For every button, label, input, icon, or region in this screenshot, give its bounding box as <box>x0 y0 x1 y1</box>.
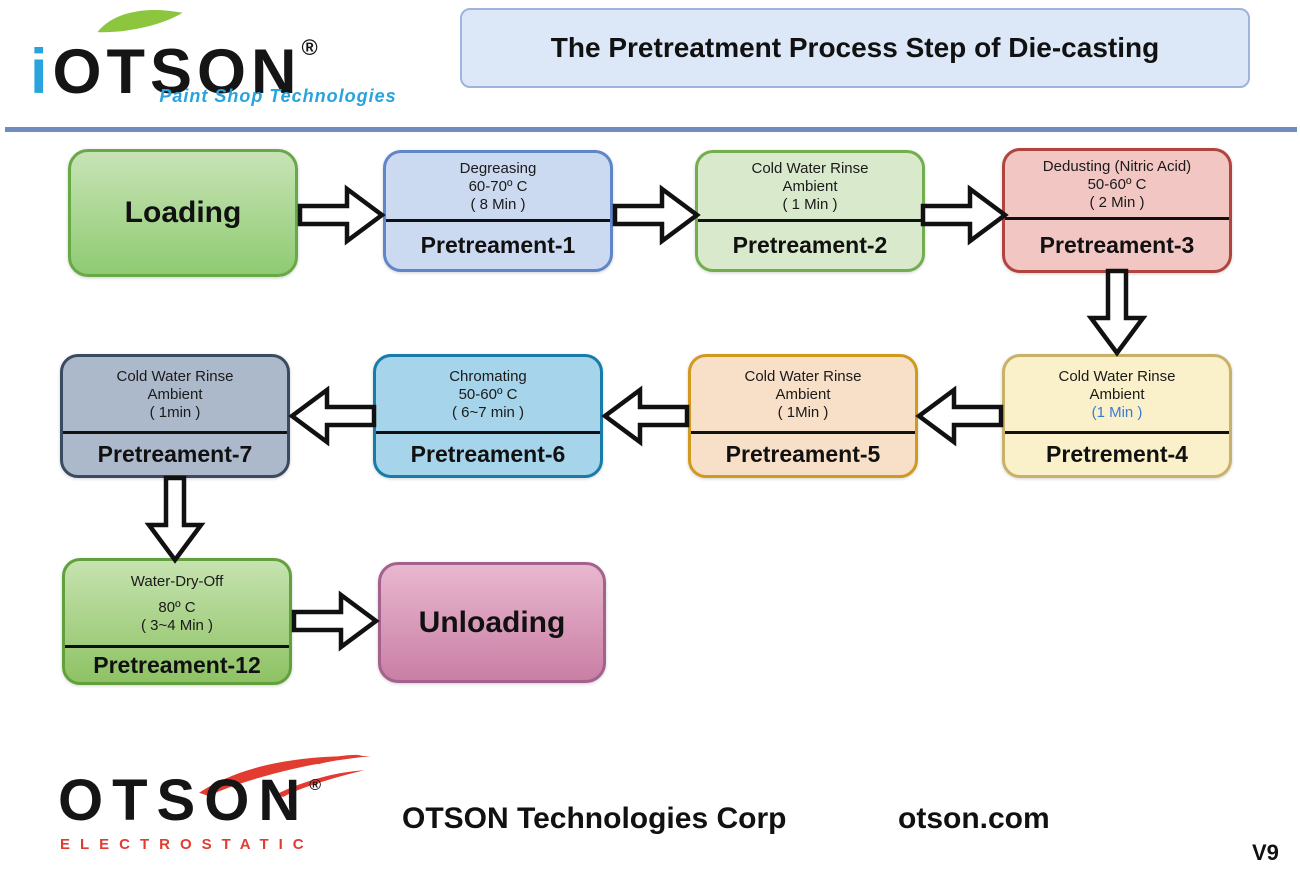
process-name: Cold Water Rinse <box>1058 368 1176 385</box>
step-process-info: Cold Water Rinse Ambient ( 1 Min ) <box>698 153 922 219</box>
step-process-info: Cold Water Rinse Ambient (1 Min ) <box>1005 357 1229 431</box>
process-duration: ( 6~7 min ) <box>451 404 525 421</box>
process-duration: ( 1 Min ) <box>782 196 838 213</box>
flow-arrow-right-icon <box>611 183 701 247</box>
process-duration: ( 3~4 Min ) <box>140 617 214 634</box>
red-swoosh-icon <box>199 754 371 797</box>
logo-name: OTSON <box>52 37 302 107</box>
process-name: Water-Dry-Off <box>130 573 224 590</box>
step-pretreatment-3: Dedusting (Nitric Acid) 50-60º C ( 2 Min… <box>1002 148 1232 273</box>
unloading-label: Unloading <box>418 605 566 639</box>
registered-mark-icon: ® <box>309 777 322 794</box>
step-pretreatment-5: Cold Water Rinse Ambient ( 1Min ) Pretre… <box>688 354 918 478</box>
process-condition: Ambient <box>775 386 831 403</box>
step-pretreatment-4: Cold Water Rinse Ambient (1 Min ) Pretre… <box>1002 354 1232 478</box>
step-divider-line <box>63 431 287 434</box>
flow-arrow-right-icon <box>290 589 380 653</box>
process-duration: ( 1min ) <box>149 404 201 421</box>
process-name: Cold Water Rinse <box>744 368 862 385</box>
footer-wordmark: OTSON® <box>58 772 321 830</box>
process-duration: ( 8 Min ) <box>470 196 526 213</box>
step-stage-label: Pretreament-1 <box>420 232 576 258</box>
process-condition: 50-60º C <box>1087 176 1147 193</box>
step-pretreatment-12: Water-Dry-Off 80º C ( 3~4 Min ) Pretream… <box>62 558 292 685</box>
step-stage-label: Pretreament-12 <box>93 651 261 678</box>
footer-brand: OTSON <box>58 768 310 833</box>
flow-arrow-down-icon <box>1085 267 1149 357</box>
loading-label: Loading <box>124 196 242 229</box>
process-condition: 80º C <box>158 599 196 616</box>
loading-box: Loading <box>68 149 298 277</box>
flow-arrow-right-icon <box>296 183 386 247</box>
step-divider-line <box>386 219 610 222</box>
process-condition: Ambient <box>782 178 838 195</box>
flow-arrow-left-icon <box>601 384 691 448</box>
step-stage-label: Pretreament-6 <box>410 441 566 467</box>
step-stage-label: Pretreament-3 <box>1039 231 1195 258</box>
step-process-info: Cold Water Rinse Ambient ( 1min ) <box>63 357 287 431</box>
step-stage-label: Pretrement-4 <box>1046 441 1188 467</box>
logo-tagline: Paint Shop Technologies <box>159 86 397 106</box>
company-name: OTSON Technologies Corp <box>402 802 787 835</box>
process-name: Degreasing <box>459 160 537 177</box>
step-process-info: Dedusting (Nitric Acid) 50-60º C ( 2 Min… <box>1005 151 1229 217</box>
iotson-logo: iOTSON® Paint Shop Technologies <box>30 6 430 110</box>
step-stage-label: Pretreament-5 <box>725 441 881 467</box>
registered-mark-icon: ® <box>301 35 318 60</box>
process-name: Cold Water Rinse <box>116 368 234 385</box>
logo-wordmark: iOTSON® <box>30 16 318 104</box>
flow-arrow-down-icon <box>143 474 207 564</box>
process-duration: ( 2 Min ) <box>1089 194 1145 211</box>
process-condition: 60-70º C <box>468 178 528 195</box>
flow-arrow-left-icon <box>915 384 1005 448</box>
flow-arrow-left-icon <box>288 384 378 448</box>
process-name: Cold Water Rinse <box>751 160 869 177</box>
step-divider-line <box>698 219 922 222</box>
footer-brand-subtitle: ELECTROSTATIC <box>60 836 314 853</box>
step-pretreatment-1: Degreasing 60-70º C ( 8 Min ) Pretreamen… <box>383 150 613 272</box>
step-divider-line <box>1005 217 1229 220</box>
step-stage-label: Pretreament-7 <box>97 441 253 467</box>
version-label: V9 <box>1252 840 1279 865</box>
step-stage-label: Pretreament-2 <box>732 232 888 258</box>
unloading-box: Unloading <box>378 562 606 683</box>
step-process-info: Water-Dry-Off 80º C ( 3~4 Min ) <box>65 561 289 645</box>
step-pretreatment-2: Cold Water Rinse Ambient ( 1 Min ) Pretr… <box>695 150 925 272</box>
process-duration: ( 1Min ) <box>777 404 829 421</box>
step-pretreatment-6: Chromating 50-60º C ( 6~7 min ) Pretream… <box>373 354 603 478</box>
header-divider <box>5 127 1297 132</box>
step-divider-line <box>1005 431 1229 434</box>
process-name: Dedusting (Nitric Acid) <box>1042 158 1192 175</box>
step-process-info: Chromating 50-60º C ( 6~7 min ) <box>376 357 600 431</box>
process-condition: Ambient <box>1089 386 1145 403</box>
otson-electrostatic-logo: OTSON® ELECTROSTATIC <box>58 750 378 862</box>
step-process-info: Cold Water Rinse Ambient ( 1Min ) <box>691 357 915 431</box>
process-name: Chromating <box>449 368 527 385</box>
process-duration: (1 Min ) <box>1091 404 1143 421</box>
logo-letter-i: i <box>30 37 53 107</box>
website-text: otson.com <box>898 802 1050 835</box>
step-process-info: Degreasing 60-70º C ( 8 Min ) <box>386 153 610 219</box>
process-condition: Ambient <box>147 386 203 403</box>
step-divider-line <box>691 431 915 434</box>
flow-arrow-right-icon <box>919 183 1009 247</box>
step-divider-line <box>376 431 600 434</box>
step-pretreatment-7: Cold Water Rinse Ambient ( 1min ) Pretre… <box>60 354 290 478</box>
process-condition: 50-60º C <box>458 386 518 403</box>
leaf-icon <box>97 9 183 33</box>
page-title: The Pretreatment Process Step of Die-cas… <box>460 8 1250 88</box>
step-divider-line <box>65 645 289 648</box>
